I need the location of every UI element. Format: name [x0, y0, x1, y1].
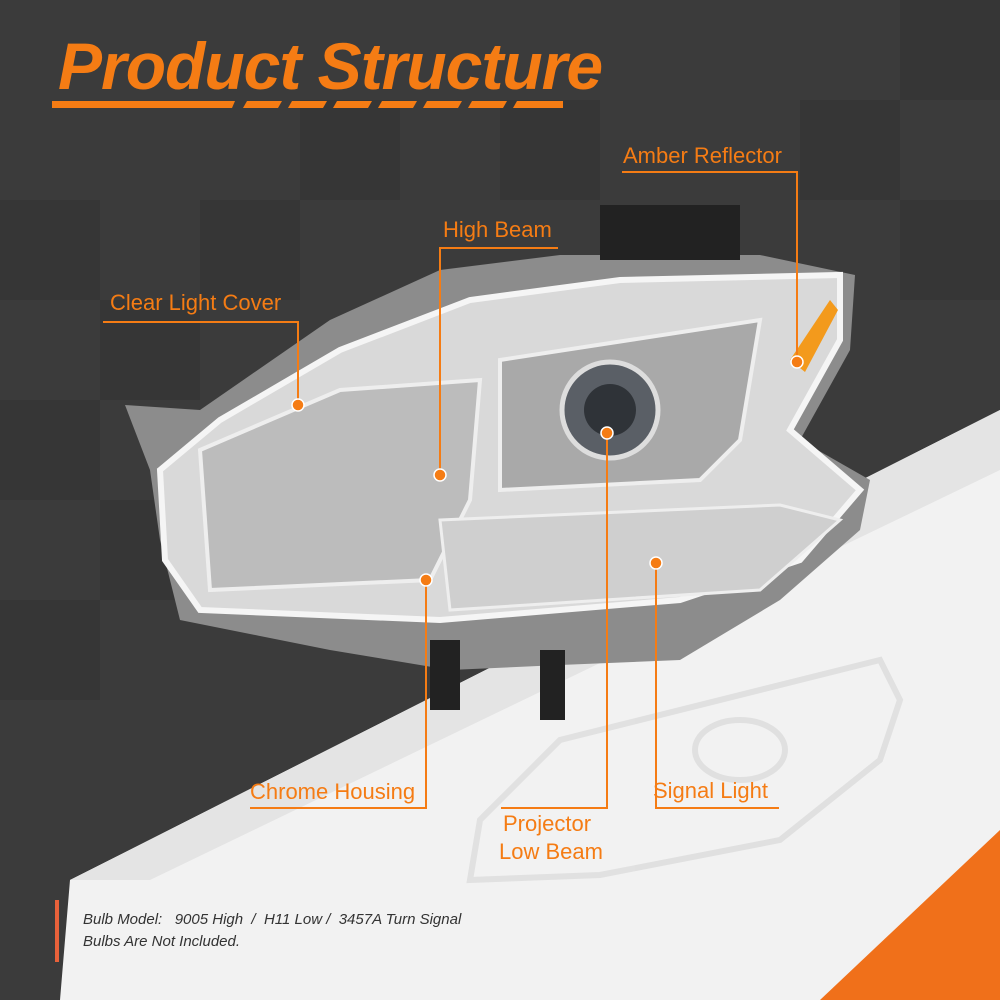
page-title: Product Structure [58, 29, 603, 103]
label-amber-reflector: Amber Reflector [623, 143, 782, 168]
label-projector: Projector [503, 811, 592, 836]
headlamp-image [125, 205, 870, 720]
label-clear-light-cover: Clear Light Cover [110, 290, 282, 315]
title-underline [52, 101, 563, 108]
checker-pattern [0, 0, 1000, 700]
callout-dots [291, 355, 804, 587]
leader-lines [103, 171, 798, 809]
amber-reflector-lens [790, 300, 838, 372]
headlamp-reflection [466, 656, 904, 884]
label-low-beam: Low Beam [499, 839, 603, 864]
bulb-model-text: Bulb Model: 9005 High / H11 Low / 3457A … [83, 911, 462, 928]
bulbs-not-included-text: Bulbs Are Not Included. [83, 933, 241, 950]
label-high-beam: High Beam [443, 217, 552, 242]
orange-corner [820, 830, 1000, 1000]
bulb-note: Bulb Model: 9005 High / H11 Low / 3457A … [83, 909, 461, 953]
label-chrome-housing: Chrome Housing [250, 779, 416, 804]
note-accent-bar [55, 900, 59, 962]
label-signal-light: Signal Light [653, 778, 768, 803]
